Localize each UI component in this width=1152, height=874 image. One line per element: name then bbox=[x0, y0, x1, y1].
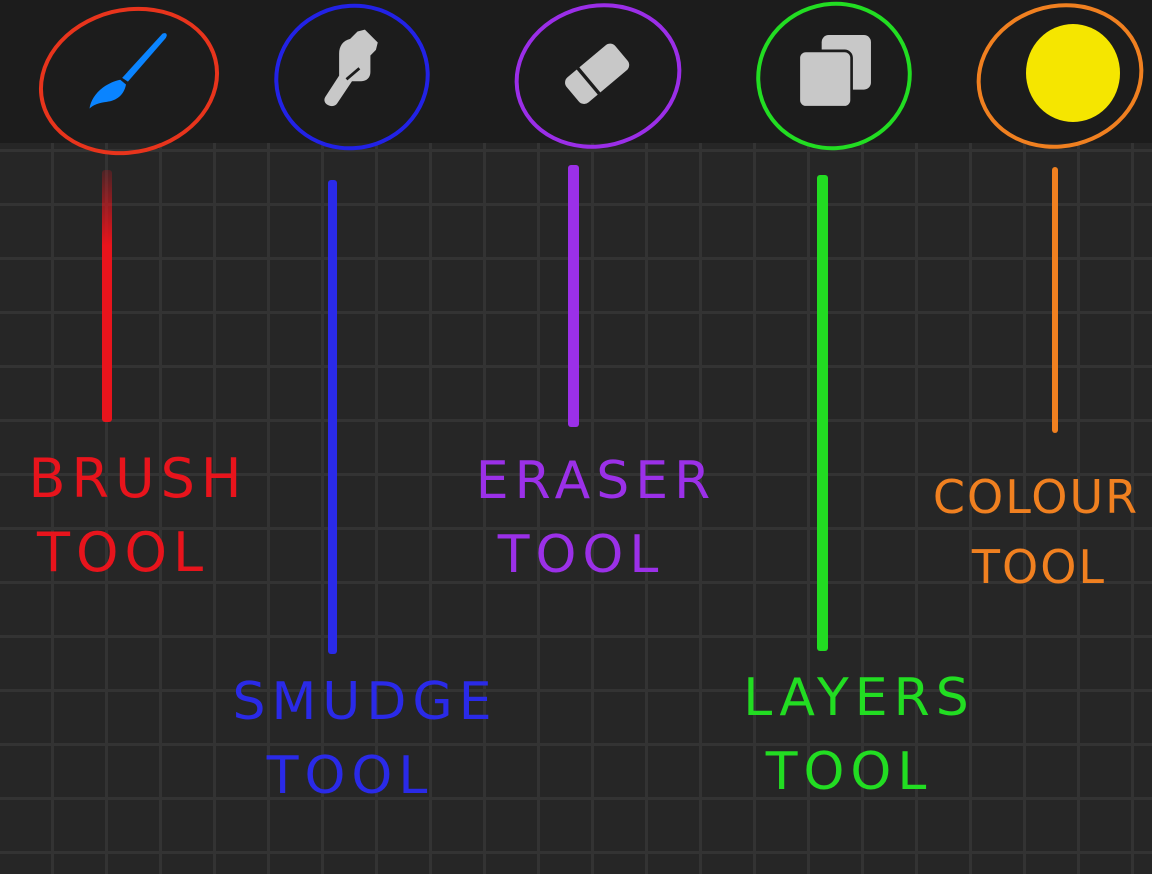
brush-label-line1: BRUSH bbox=[28, 447, 248, 510]
layers-label-line1: LAYERS bbox=[743, 668, 975, 728]
layers-pointer-line bbox=[817, 175, 828, 651]
brush-label-line2: TOOL bbox=[36, 521, 210, 584]
toolbar bbox=[0, 0, 1152, 174]
colour-label-line2: TOOL bbox=[971, 540, 1107, 594]
smudge-label-line2: TOOL bbox=[266, 746, 434, 806]
brush-pointer-line bbox=[102, 170, 112, 422]
smudge-pointer-line bbox=[328, 180, 337, 654]
eraser-label-line1: ERASER bbox=[475, 451, 717, 511]
colour-label-line1: COLOUR bbox=[932, 470, 1140, 524]
colour-swatch-icon bbox=[1026, 24, 1120, 122]
paintbrush-icon bbox=[89, 33, 167, 109]
layers-icon bbox=[797, 35, 871, 109]
smudge-label-line1: SMUDGE bbox=[232, 672, 498, 732]
layers-tool-label: LAYERS TOOL bbox=[728, 672, 990, 798]
colour-pointer-line bbox=[1052, 167, 1058, 433]
smudge-tool-button[interactable] bbox=[258, 0, 446, 167]
layers-label-line2: TOOL bbox=[765, 742, 933, 802]
colour-tool-button[interactable] bbox=[961, 0, 1152, 167]
eraser-tool-button[interactable] bbox=[499, 0, 697, 167]
eraser-icon bbox=[565, 43, 630, 104]
eraser-label-line2: TOOL bbox=[497, 525, 665, 585]
colour-tool-label: COLOUR TOOL bbox=[926, 474, 1146, 590]
layers-tool-button[interactable] bbox=[740, 0, 928, 167]
eraser-pointer-line bbox=[568, 165, 579, 427]
eraser-tool-label: ERASER TOOL bbox=[460, 455, 732, 581]
brush-tool-label: BRUSH TOOL bbox=[28, 452, 248, 580]
smudge-finger-icon bbox=[324, 29, 378, 107]
brush-tool-button[interactable] bbox=[23, 0, 235, 174]
smudge-tool-label: SMUDGE TOOL bbox=[220, 676, 510, 802]
